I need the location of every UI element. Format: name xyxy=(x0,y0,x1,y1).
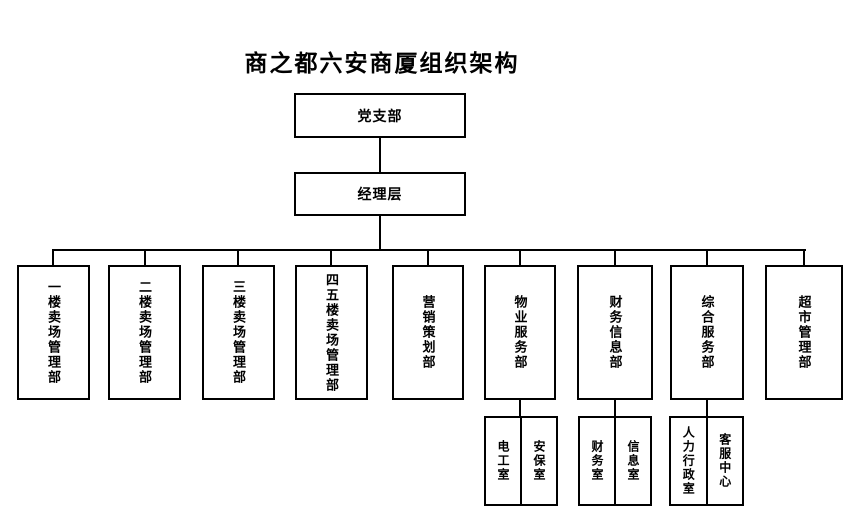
connector-drop-9 xyxy=(803,249,805,267)
org-box-party-branch: 党支部 xyxy=(294,93,466,138)
connector-drop-2 xyxy=(144,249,146,267)
subdept-cell-electrician: 电工室 xyxy=(486,418,522,504)
org-box-party-branch-label: 党支部 xyxy=(357,107,403,124)
dept-box-floor2-sales-label: 二楼卖场管理部 xyxy=(137,280,152,385)
connector-drop-5 xyxy=(427,249,429,267)
connector-drop-3 xyxy=(237,249,239,267)
dept-box-marketing: 营销策划部 xyxy=(392,265,464,400)
subdept-cell-info-room: 信息室 xyxy=(616,418,650,504)
subdept-pair-property: 电工室 安保室 xyxy=(484,416,558,506)
subdept-pair-finance: 财务室 信息室 xyxy=(578,416,652,506)
dept-box-property-service: 物业服务部 xyxy=(484,265,556,400)
subdept-cell-hr-admin-label: 人力行政室 xyxy=(681,426,696,496)
subdept-cell-info-room-label: 信息室 xyxy=(626,440,640,482)
dept-box-floor1-sales: 一楼卖场管理部 xyxy=(17,265,90,400)
connector-finance-to-rooms xyxy=(614,398,616,418)
dept-box-supermarket-label: 超市管理部 xyxy=(796,295,812,370)
dept-box-floor3-sales-label: 三楼卖场管理部 xyxy=(231,280,246,385)
subdept-cell-security: 安保室 xyxy=(522,418,556,504)
connector-drop-1 xyxy=(52,249,54,267)
dept-box-floor1-sales-label: 一楼卖场管理部 xyxy=(46,280,61,385)
org-box-management: 经理层 xyxy=(294,172,466,216)
subdept-cell-electrician-label: 电工室 xyxy=(496,440,510,482)
dept-box-floor45-sales: 四五楼卖场管理部 xyxy=(295,265,368,400)
connector-drop-6 xyxy=(519,249,521,267)
connector-root-to-management xyxy=(379,137,381,173)
subdept-cell-customer-service: 客服中心 xyxy=(708,418,743,504)
connector-property-to-rooms xyxy=(519,398,521,418)
dept-box-supermarket: 超市管理部 xyxy=(765,265,843,400)
connector-drop-4 xyxy=(330,249,332,267)
dept-box-floor2-sales: 二楼卖场管理部 xyxy=(108,265,181,400)
subdept-cell-finance-room-label: 财务室 xyxy=(590,440,604,482)
subdept-cell-finance-room: 财务室 xyxy=(580,418,616,504)
connector-drop-7 xyxy=(614,249,616,267)
subdept-cell-hr-admin: 人力行政室 xyxy=(671,418,708,504)
chart-title: 商之都六安商厦组织架构 xyxy=(244,51,520,76)
connector-management-to-rail xyxy=(379,215,381,251)
dept-box-finance-info: 财务信息部 xyxy=(577,265,653,400)
dept-box-floor3-sales: 三楼卖场管理部 xyxy=(202,265,275,400)
subdept-cell-customer-service-label: 客服中心 xyxy=(717,433,732,489)
dept-box-floor45-sales-label: 四五楼卖场管理部 xyxy=(324,272,339,393)
connector-general-to-rooms xyxy=(706,398,708,418)
dept-box-property-service-label: 物业服务部 xyxy=(512,295,528,370)
org-box-management-label: 经理层 xyxy=(357,186,403,202)
connector-rail xyxy=(52,249,806,251)
dept-box-general-service: 综合服务部 xyxy=(670,265,744,400)
subdept-pair-general: 人力行政室 客服中心 xyxy=(669,416,744,506)
dept-box-marketing-label: 营销策划部 xyxy=(420,295,436,370)
dept-box-general-service-label: 综合服务部 xyxy=(699,295,715,370)
connector-drop-8 xyxy=(706,249,708,267)
subdept-cell-security-label: 安保室 xyxy=(532,440,546,482)
dept-box-finance-info-label: 财务信息部 xyxy=(607,295,623,370)
